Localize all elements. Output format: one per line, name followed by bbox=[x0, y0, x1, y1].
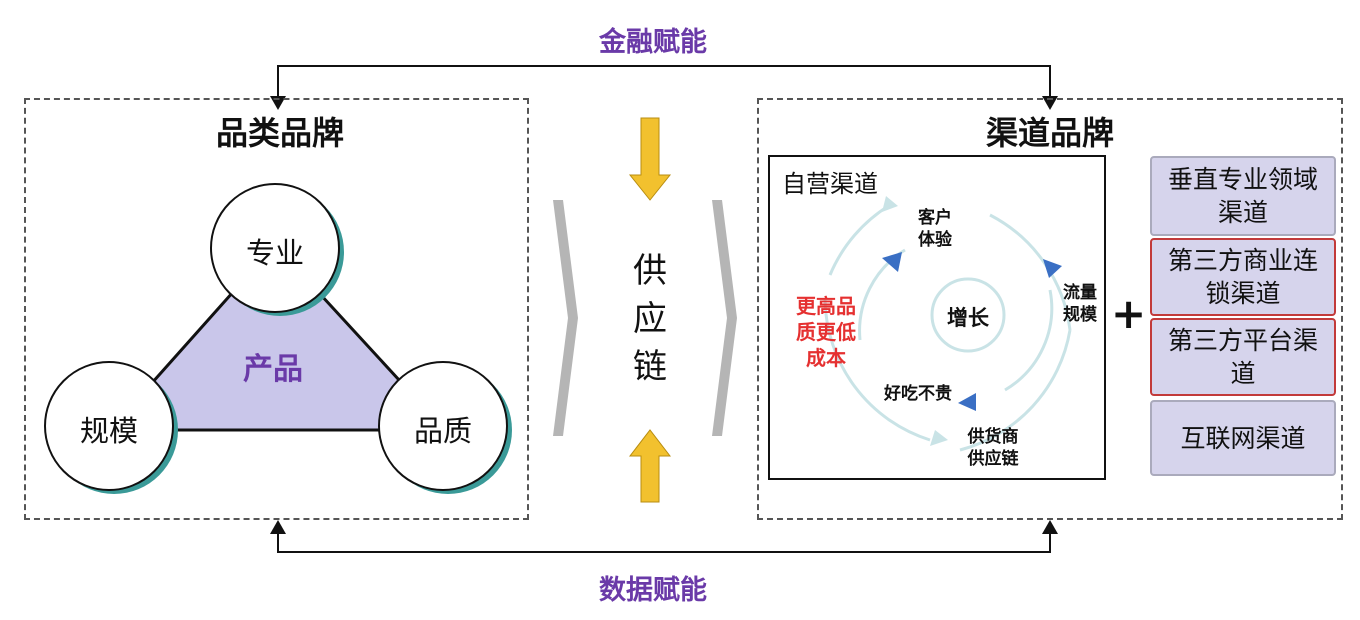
top-loop-connector bbox=[277, 65, 1051, 100]
channel-third-party-chain-label: 第三方商业连锁渠道 bbox=[1167, 246, 1318, 308]
cycle-inner-arc-right bbox=[1004, 289, 1054, 392]
left-chevron bbox=[553, 200, 578, 436]
cycle-label-customer-experience: 客户 体验 bbox=[918, 208, 952, 250]
channel-brand-title: 渠道品牌 bbox=[985, 114, 1114, 152]
node-label-left: 规模 bbox=[79, 414, 138, 448]
circle-right bbox=[378, 361, 508, 491]
channel-internet-label: 互联网渠道 bbox=[1180, 423, 1306, 453]
cycle-label-supplier-chain: 供货商 供应链 bbox=[967, 427, 1019, 469]
circle-left bbox=[44, 361, 174, 491]
circle-top bbox=[210, 183, 340, 313]
yellow-arrow-up bbox=[628, 429, 672, 503]
channel-brand-panel bbox=[757, 98, 1343, 520]
self-operated-title: 自营渠道 bbox=[782, 170, 878, 198]
cycle-arrow-outer-bottom bbox=[930, 430, 948, 446]
channel-third-party-chain: 第三方商业连锁渠道 bbox=[1150, 238, 1336, 316]
product-label: 产品 bbox=[243, 352, 303, 387]
finance-enable-label: 金融赋能 bbox=[599, 27, 707, 58]
node-label-top: 专业 bbox=[245, 236, 304, 270]
cycle-label-tasty-cheap: 好吃不贵 bbox=[884, 384, 952, 404]
plus-sign: + bbox=[1111, 289, 1147, 338]
channel-third-party-platform: 第三方平台渠道 bbox=[1150, 318, 1336, 396]
channel-third-party-platform-label: 第三方平台渠道 bbox=[1167, 326, 1318, 388]
supply-chain-label: 供应链 bbox=[620, 247, 680, 391]
bottom-loop-connector bbox=[277, 532, 1051, 553]
cycle-arrow-top-left bbox=[882, 252, 902, 272]
category-brand-title: 品类品牌 bbox=[215, 114, 344, 152]
category-brand-panel bbox=[24, 98, 529, 520]
product-triangle bbox=[106, 242, 449, 432]
cycle-outer-arc-bottom bbox=[959, 329, 1072, 452]
quality-cost-label: 更高品质更低成本 bbox=[796, 294, 856, 370]
cycle-arrow-outer-top bbox=[882, 196, 898, 212]
bottom-right-arrowhead bbox=[1042, 520, 1058, 534]
self-operated-box bbox=[768, 155, 1106, 480]
channel-vertical: 垂直专业领域渠道 bbox=[1150, 156, 1336, 236]
data-enable-label: 数据赋能 bbox=[599, 575, 707, 606]
bottom-left-arrowhead bbox=[270, 520, 286, 534]
right-chevron bbox=[712, 200, 737, 436]
yellow-arrow-down bbox=[628, 117, 672, 201]
channel-internet: 互联网渠道 bbox=[1150, 400, 1336, 476]
cycle-outer-arc-top bbox=[828, 203, 891, 276]
growth-circle bbox=[930, 277, 1006, 353]
cycle-arrow-top-right bbox=[1043, 259, 1062, 278]
node-label-right: 品质 bbox=[413, 414, 472, 448]
cycle-label-traffic-scale: 流量 规模 bbox=[1063, 283, 1097, 325]
channel-vertical-label: 垂直专业领域渠道 bbox=[1167, 165, 1318, 227]
growth-label: 增长 bbox=[947, 306, 989, 330]
cycle-arrow-bottom bbox=[958, 393, 976, 411]
supply-chain-text: 供应链 bbox=[633, 251, 667, 387]
cycle-outer-arc-left bbox=[823, 299, 931, 442]
